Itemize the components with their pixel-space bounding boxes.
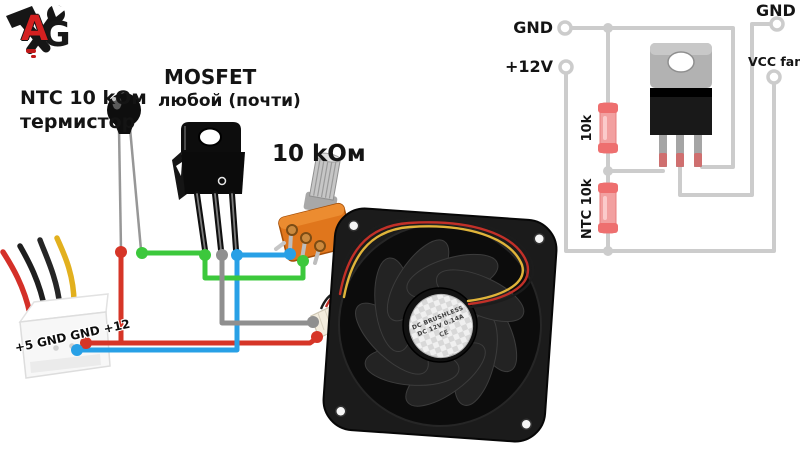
schematic-label-vcc-fan: VCC fan xyxy=(748,54,800,69)
dot-fan-return xyxy=(307,316,319,328)
fan-wire-yellow xyxy=(342,225,524,303)
fan-wire-black xyxy=(334,217,535,309)
molex-wire-red xyxy=(0,249,33,317)
mosfet-symbol xyxy=(650,43,712,167)
schematic xyxy=(557,16,785,256)
dot-gate xyxy=(136,247,148,259)
molex-connector xyxy=(0,235,111,379)
schematic-label-gnd-left: GND xyxy=(513,18,553,37)
fan-wire-loop xyxy=(334,217,535,309)
molex-wire-yellow xyxy=(54,235,77,306)
pot-eyelets xyxy=(286,224,326,252)
schematic-label-resistor-ntc: NTC 10k xyxy=(579,178,595,240)
fan-mount-hole xyxy=(334,405,347,418)
junction-dot xyxy=(603,246,613,256)
dot-fan-return xyxy=(216,249,228,261)
circuit-wires xyxy=(74,249,320,353)
terminal-12v xyxy=(558,59,574,75)
thermistor-label-subtitle: термистор xyxy=(20,111,136,133)
mosfet-photo-hole xyxy=(198,127,222,147)
schematic-label-12v: +12V xyxy=(505,57,554,76)
ce-mark: CE xyxy=(437,327,451,339)
junction-dot xyxy=(603,23,613,33)
wrench-jaw xyxy=(50,1,66,17)
resistor-ntc-10k xyxy=(598,182,618,234)
logo-drip xyxy=(31,55,36,58)
thermistor-photo xyxy=(107,93,143,251)
dot-gate xyxy=(297,255,309,267)
fan-mount-hole xyxy=(520,418,533,431)
mosfet-label-subtitle: любой (почти) xyxy=(158,91,301,111)
wire-gate-green xyxy=(202,251,306,281)
mosfet-label-title: MOSFET xyxy=(164,65,257,89)
logo-letter-a: A xyxy=(21,9,49,49)
connection-dots xyxy=(71,246,323,356)
junction-dot xyxy=(603,166,613,176)
dot-12v xyxy=(115,246,127,258)
logo-tools xyxy=(6,1,66,58)
logo-drip xyxy=(26,49,36,53)
wire-fan-return-gray xyxy=(219,252,315,326)
dot-gate xyxy=(199,249,211,261)
schematic-drain-wire xyxy=(678,22,773,197)
fan-mount-hole xyxy=(347,219,360,232)
dot-12v xyxy=(311,331,323,343)
potentiometer-label: 10 kОм xyxy=(272,141,366,167)
schematic-12v-rail xyxy=(564,71,776,253)
mosfet-tab-hole xyxy=(667,51,695,73)
wire-gnd-blue xyxy=(74,252,293,353)
schematic-gnd-rail xyxy=(569,26,735,169)
dot-gnd xyxy=(284,248,296,260)
mosfet-photo xyxy=(172,122,245,253)
dot-12v xyxy=(80,337,92,349)
terminal-vcc-fan xyxy=(766,69,782,85)
fan-mount-hole xyxy=(533,232,546,245)
schematic-label-gnd-right: GND xyxy=(756,1,796,20)
terminal-gnd-left xyxy=(557,20,573,36)
logo-letter-g: G xyxy=(42,15,71,55)
terminal-gnd-right xyxy=(769,16,785,32)
fan-wire-red xyxy=(338,221,530,306)
dot-gnd xyxy=(71,344,83,356)
thermistor-label-title: NTC 10 kОм xyxy=(20,87,147,109)
schematic-label-resistor-10k: 10k xyxy=(579,114,595,142)
dot-gnd xyxy=(231,249,243,261)
resistor-fixed-10k xyxy=(598,102,618,154)
hammer-handle xyxy=(17,15,51,53)
